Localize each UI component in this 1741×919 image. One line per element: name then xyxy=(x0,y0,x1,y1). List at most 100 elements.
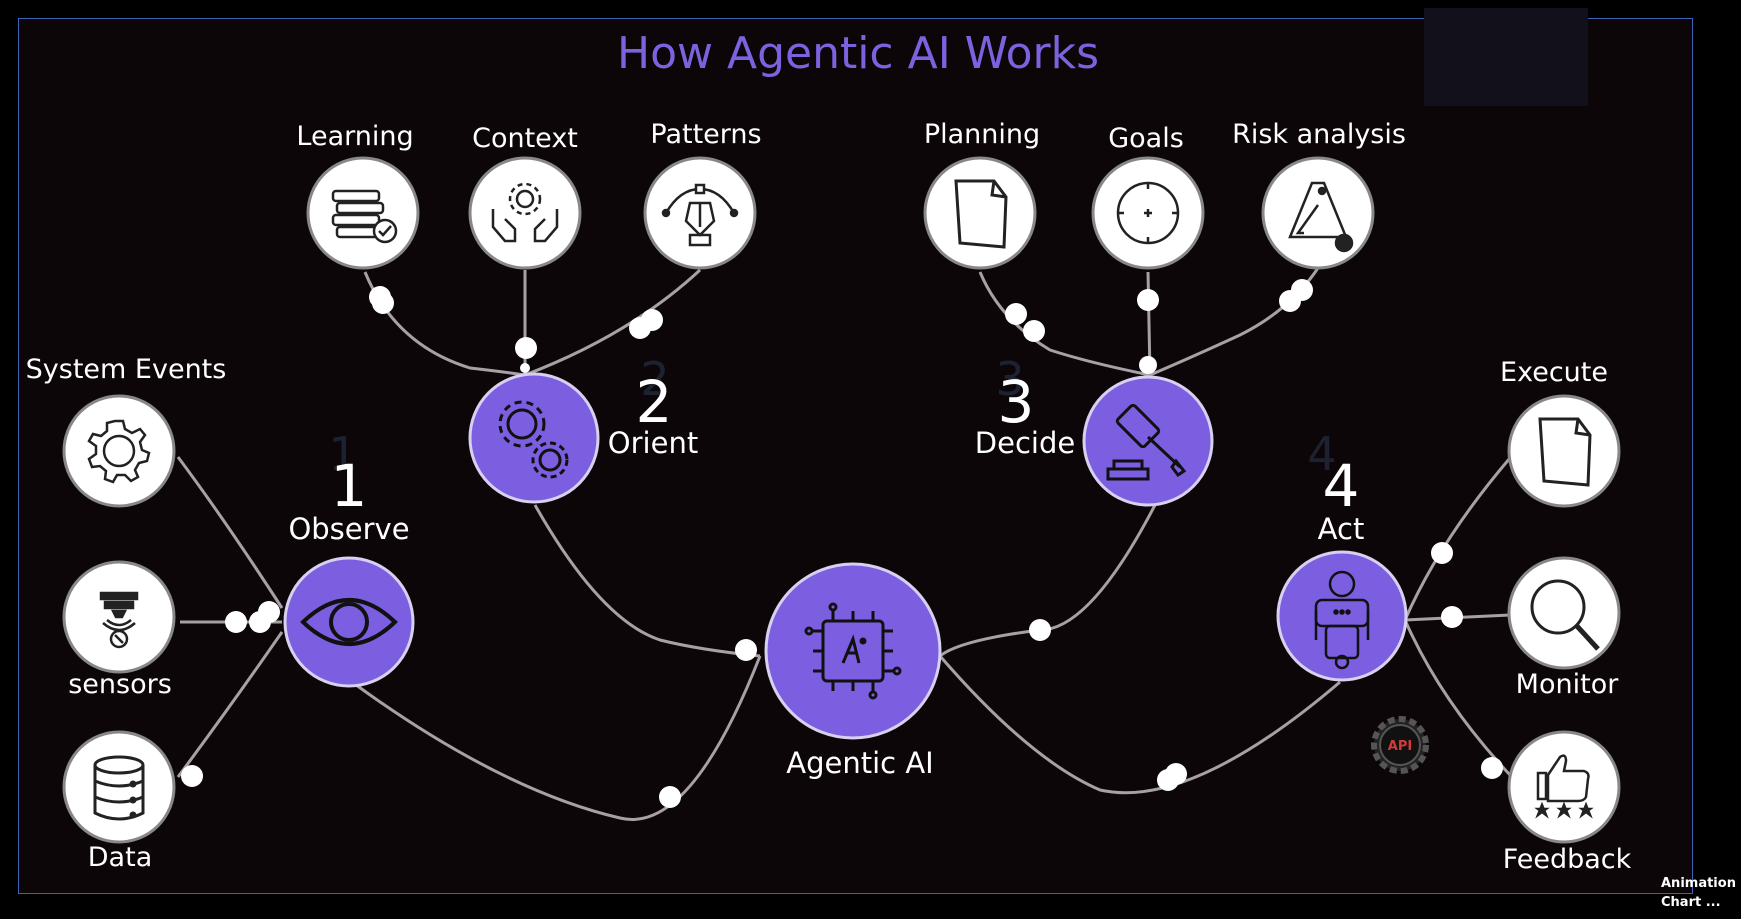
label-patterns: Patterns xyxy=(650,119,762,150)
center-label: Agentic AI xyxy=(786,746,934,780)
connector-dot xyxy=(1481,757,1503,779)
hands-gear-icon xyxy=(491,182,559,243)
connector-dot xyxy=(1431,542,1453,564)
context-node[interactable] xyxy=(468,156,582,270)
api-badge-text: API xyxy=(1388,739,1412,754)
label-goals: Goals xyxy=(1108,123,1184,154)
connector-dot xyxy=(1139,356,1157,374)
diagram-title: How Agentic AI Works xyxy=(616,28,1100,79)
ghost-number-4: 4 xyxy=(1307,427,1336,481)
input-nodes xyxy=(62,156,1621,844)
decide-node[interactable] xyxy=(1082,375,1214,507)
edge-system-events-observe xyxy=(176,456,284,609)
metronome-icon xyxy=(1288,181,1354,253)
connector-dot xyxy=(1023,320,1045,342)
thumbs-up-icon xyxy=(1534,754,1594,819)
edge-orient-center xyxy=(533,504,761,658)
agentic-ai-center-node[interactable] xyxy=(764,562,942,740)
connector-dot xyxy=(249,611,271,633)
act-node[interactable] xyxy=(1276,550,1408,682)
learning-node[interactable] xyxy=(306,156,420,270)
books-icon xyxy=(331,189,398,244)
credit-line-2: Chart ... xyxy=(1661,895,1721,910)
edge-center-act xyxy=(938,655,1341,795)
step-nodes xyxy=(283,372,1408,740)
ghost-number-1: 1 xyxy=(328,427,357,481)
credit-line-1: Animation xyxy=(1661,876,1736,891)
gavel-icon xyxy=(1106,403,1187,481)
connector-dot xyxy=(1029,619,1051,641)
step-number-observe: 1 xyxy=(330,452,368,520)
connector-dot xyxy=(659,786,681,808)
edge-planning-decide xyxy=(978,271,1151,377)
label-system-events: System Events xyxy=(25,354,227,385)
label-risk-analysis: Risk analysis xyxy=(1232,119,1406,150)
edge-data-observe xyxy=(176,631,284,778)
execute-node[interactable] xyxy=(1507,394,1621,508)
step-label-act: Act xyxy=(1317,512,1365,546)
observe-node[interactable] xyxy=(283,556,415,688)
api-gear-icon xyxy=(1371,716,1429,774)
credit-text: Animation Chart ... xyxy=(1661,874,1741,912)
edge-learning-orient xyxy=(363,271,526,377)
ghost-number-2: 2 xyxy=(640,352,669,406)
database-icon xyxy=(93,755,145,821)
edge-act-execute xyxy=(1403,457,1512,621)
connector-dots xyxy=(181,279,1503,808)
connector-dot xyxy=(372,292,394,314)
label-learning: Learning xyxy=(296,121,414,152)
connector-dot xyxy=(735,639,757,661)
gear-icon xyxy=(87,419,151,484)
gears-icon xyxy=(498,400,569,479)
planning-node[interactable] xyxy=(923,156,1037,270)
sensor-icon xyxy=(99,591,139,649)
edge-act-feedback xyxy=(1403,619,1512,777)
connector-dot xyxy=(1441,606,1463,628)
system-events-node[interactable] xyxy=(62,394,176,508)
edge-observe-center xyxy=(351,655,762,821)
step-label-orient: Orient xyxy=(607,426,699,460)
monitor-node[interactable] xyxy=(1507,556,1621,670)
pen-tool-icon xyxy=(661,183,739,247)
connector-dot xyxy=(520,363,530,373)
target-icon xyxy=(1116,181,1180,245)
label-sensors: sensors xyxy=(68,669,172,700)
goals-node[interactable] xyxy=(1091,156,1205,270)
orient-node[interactable] xyxy=(468,372,600,504)
api-badge: API xyxy=(1371,716,1429,774)
eye-icon xyxy=(300,598,398,646)
step-number-act: 4 xyxy=(1322,452,1360,520)
connector-dot xyxy=(225,611,247,633)
feedback-node[interactable] xyxy=(1507,730,1621,844)
label-monitor: Monitor xyxy=(1515,669,1619,700)
ghost-number-3: 3 xyxy=(995,352,1024,406)
corner-panel xyxy=(1424,8,1588,106)
risk-analysis-node[interactable] xyxy=(1261,156,1375,270)
connector-dot xyxy=(641,309,663,331)
label-feedback: Feedback xyxy=(1502,844,1632,875)
step-number-orient: 2 xyxy=(635,368,673,436)
label-context: Context xyxy=(472,123,578,154)
data-node[interactable] xyxy=(62,730,176,844)
connector-dot xyxy=(515,337,537,359)
ai-chip-icon xyxy=(804,602,902,700)
ghost-numbers: 1 2 3 4 xyxy=(328,352,1336,481)
magnifier-icon xyxy=(1530,579,1600,651)
sensors-node[interactable] xyxy=(62,560,176,674)
edge-patterns-orient xyxy=(524,268,702,377)
connector-dot xyxy=(1005,303,1027,325)
connector-dot xyxy=(1291,279,1313,301)
document-icon xyxy=(954,179,1008,249)
connector-dot xyxy=(1137,289,1159,311)
step-number-decide: 3 xyxy=(997,368,1035,436)
robot-icon xyxy=(1314,570,1370,670)
label-planning: Planning xyxy=(923,119,1041,150)
label-data: Data xyxy=(87,842,153,873)
label-execute: Execute xyxy=(1500,357,1608,388)
patterns-node[interactable] xyxy=(643,156,757,270)
step-label-decide: Decide xyxy=(974,426,1076,460)
connector-dot xyxy=(1157,769,1179,791)
connector-dot xyxy=(181,765,203,787)
